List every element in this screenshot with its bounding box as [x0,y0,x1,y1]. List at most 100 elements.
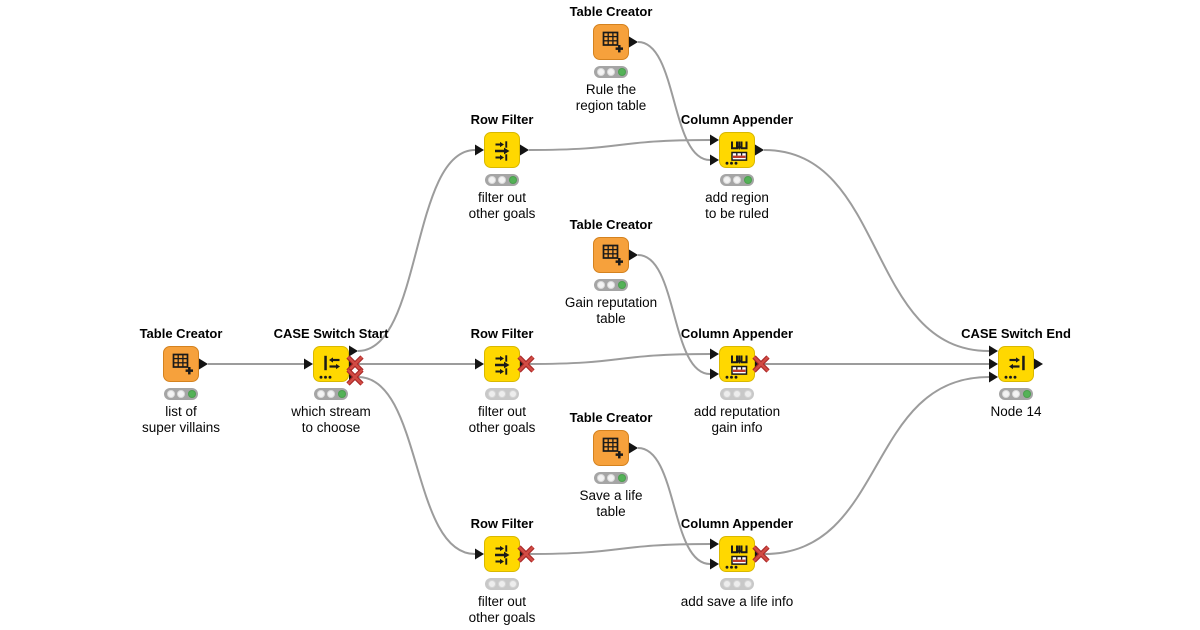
node-row-filter-bottom[interactable] [484,536,520,572]
node-table-creator-top[interactable] [593,24,629,60]
input-port-0[interactable] [989,345,998,357]
node-title: Table Creator [569,217,653,232]
node-table-creator-mid[interactable] [593,237,629,273]
table-creator-icon [602,244,623,266]
case-switch-end-icon [1004,355,1025,379]
status-traffic-light [485,174,519,186]
node-title: Table Creator [139,326,223,341]
input-port-1[interactable] [989,358,998,370]
lamp-yellow [733,390,741,398]
input-port-1[interactable] [710,368,719,380]
node-title: Column Appender [680,516,794,531]
lamp-yellow [498,176,506,184]
inactive-port-x-icon [346,355,364,373]
lamp-red [722,176,731,184]
node-row-filter-top[interactable] [484,132,520,168]
input-port-0[interactable] [710,348,719,360]
node-case-switch-start[interactable] [313,346,349,382]
status-traffic-light [720,174,754,186]
column-appender-icon [725,545,748,569]
input-port-0[interactable] [475,358,484,370]
lamp-green [187,390,196,398]
inactive-port-x-icon [752,545,770,563]
node-table-creator-bottom[interactable] [593,430,629,466]
lamp-green [508,390,517,398]
output-port-0[interactable] [520,358,529,370]
output-port-0[interactable] [1034,358,1043,370]
lamp-red [596,281,605,289]
output-port-0[interactable] [755,358,764,370]
connection-column-appender-top-to-case-switch-end[interactable] [763,149,990,352]
output-port-0[interactable] [520,144,529,156]
table-creator-icon [602,31,623,53]
output-port-0[interactable] [349,345,358,357]
column-appender-icon [725,355,748,379]
status-traffic-light [594,66,628,78]
node-column-appender-top[interactable] [719,132,755,168]
table-creator-icon [602,437,623,459]
node-case-switch-end[interactable] [998,346,1034,382]
node-table-creator-1[interactable] [163,346,199,382]
node-title: Row Filter [470,112,534,127]
node-annotation: Node 14 [990,404,1042,419]
input-port-0[interactable] [304,358,313,370]
lamp-red [1001,390,1010,398]
output-port-0[interactable] [755,548,764,560]
node-title: CASE Switch End [961,326,1071,341]
output-port-0[interactable] [629,442,638,454]
status-traffic-light [485,578,519,590]
input-port-0[interactable] [710,538,719,550]
status-traffic-light [720,578,754,590]
node-column-appender-mid[interactable] [719,346,755,382]
input-port-0[interactable] [475,144,484,156]
input-port-1[interactable] [710,154,719,166]
input-port-0[interactable] [710,134,719,146]
status-traffic-light [594,279,628,291]
output-port-0[interactable] [629,36,638,48]
lamp-yellow [327,390,335,398]
lamp-yellow [177,390,185,398]
output-port-0[interactable] [199,358,208,370]
node-row-filter-mid[interactable] [484,346,520,382]
node-column-appender-bottom[interactable] [719,536,755,572]
case-switch-start-icon [319,355,340,379]
lamp-red [596,68,605,76]
lamp-green [337,390,346,398]
input-port-1[interactable] [710,558,719,570]
node-title: Column Appender [680,326,794,341]
output-port-0[interactable] [629,249,638,261]
lamp-green [617,281,626,289]
lamp-yellow [607,281,615,289]
input-port-2[interactable] [989,371,998,383]
column-appender-icon [725,141,748,165]
input-port-0[interactable] [475,548,484,560]
lamp-red [596,474,605,482]
lamp-yellow [733,176,741,184]
node-title: Table Creator [569,4,653,19]
output-port-0[interactable] [755,144,764,156]
output-port-2[interactable] [349,371,358,383]
connection-row-filter-top-to-column-appender-top[interactable] [528,139,711,151]
node-title: Row Filter [470,326,534,341]
node-annotation: add save a life info [680,594,794,609]
status-traffic-light [720,388,754,400]
lamp-yellow [498,580,506,588]
output-port-0[interactable] [520,548,529,560]
node-title: Row Filter [470,516,534,531]
output-port-1[interactable] [349,358,358,370]
lamp-green [743,176,752,184]
connection-case-switch-start-to-row-filter-top[interactable] [357,149,476,352]
table-creator-icon [172,353,193,375]
connection-row-filter-mid-to-column-appender-mid[interactable] [528,353,711,365]
lamp-yellow [607,474,615,482]
connection-row-filter-bottom-to-column-appender-bottom[interactable] [528,543,711,555]
lamp-green [508,580,517,588]
row-filter-icon [495,545,510,565]
